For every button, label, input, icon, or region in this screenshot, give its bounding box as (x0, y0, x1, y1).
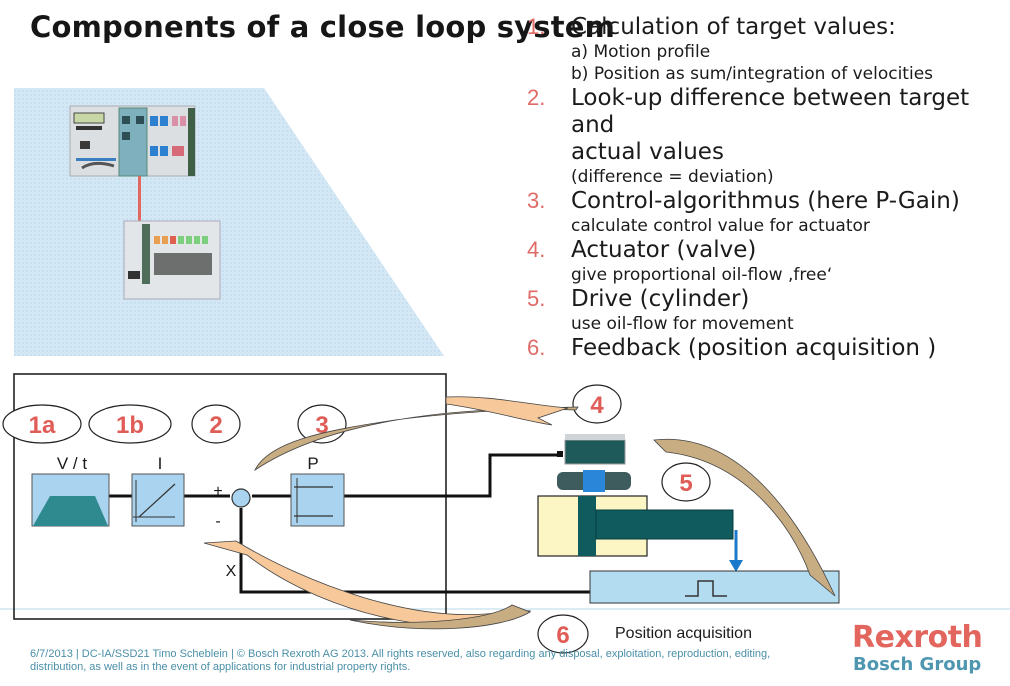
step-6: 6. Feedback (position acquisition ) (527, 335, 1007, 362)
bosch-group-logo: Bosch Group (853, 654, 982, 675)
minus-sign: - (215, 513, 220, 530)
arrow-to-valve (445, 396, 569, 426)
controller-frame (13, 373, 447, 620)
plc-hardware-photo (14, 88, 444, 356)
callout-5-label: 5 (679, 470, 692, 497)
step-number: 2. (527, 85, 546, 110)
step-title: Calculation of target values: (571, 14, 896, 40)
callout-1b: 1b (88, 404, 172, 444)
io-module-icon (123, 220, 221, 300)
profile-block-label: V / t (57, 454, 88, 473)
step-3: 3. Control-algorithmus (here P-Gain) cal… (527, 188, 1007, 237)
gain-block-label: P (307, 454, 318, 473)
callout-6-label: 6 (556, 622, 569, 649)
footer-copyright: 6/7/2013 | DC-IA/SSD21 Timo Scheblein | … (30, 648, 770, 674)
callout-4-label: 4 (590, 392, 604, 419)
cylinder-icon (537, 495, 734, 557)
step-sub: give proportional oil-flow ‚free‘ (571, 265, 833, 285)
rexroth-logo: Rexroth (852, 620, 983, 655)
plus-sign: + (213, 483, 222, 500)
step-5: 5. Drive (cylinder) use oil-flow for mov… (527, 286, 1007, 335)
controller-module-icon (69, 105, 196, 177)
step-2: 2. Look-up difference between target and… (527, 85, 1007, 188)
step-number: 4. (527, 237, 546, 262)
step-number: 3. (527, 188, 546, 213)
step-sub: (difference = deviation) (571, 167, 774, 187)
step-number: 6. (527, 335, 546, 360)
summing-junction: + - (213, 483, 251, 530)
arrow-to-gain (253, 406, 579, 472)
step-title: Actuator (valve) (571, 237, 757, 263)
position-sensor (589, 570, 840, 604)
step-sub: a) Motion profile (571, 42, 711, 62)
callout-1b-label: 1b (116, 412, 144, 439)
step-number: 5. (527, 286, 546, 311)
step-title: Drive (cylinder) (571, 286, 750, 312)
callout-2-label: 2 (209, 412, 222, 439)
arrow-from-sensor (349, 604, 531, 630)
footer-line-1: 6/7/2013 | DC-IA/SSD21 Timo Scheblein | … (30, 648, 771, 660)
integrator-block (131, 473, 185, 527)
valve-icon (557, 434, 631, 492)
step-title-cont: actual values (571, 139, 724, 165)
step-number: 1. (527, 14, 546, 39)
step-sub: b) Position as sum/integration of veloci… (571, 64, 934, 84)
step-sub: use oil-flow for movement (571, 314, 794, 334)
footer-line-2: distribution, as well as in the event of… (30, 661, 411, 673)
arrow-to-sensor (653, 438, 836, 597)
signal-lines (109, 453, 590, 594)
callout-3: 3 (297, 404, 347, 444)
motion-profile-block (31, 473, 110, 527)
steps-list: 1. Calculation of target values: a) Moti… (527, 14, 1007, 362)
feedback-label: X (226, 563, 237, 580)
step-sub: calculate control value for actuator (571, 216, 870, 236)
position-signal-arrow (729, 530, 743, 572)
callout-1a: 1a (2, 404, 82, 444)
step-title: Control-algorithmus (here P-Gain) (571, 188, 960, 214)
callout-1a-label: 1a (29, 412, 56, 439)
integrator-block-label: I (158, 454, 163, 473)
callout-5: 5 (661, 462, 711, 502)
callout-3-label: 3 (315, 412, 328, 439)
callout-2: 2 (191, 404, 241, 444)
arrow-feedback (203, 540, 532, 627)
step-1: 1. Calculation of target values: a) Moti… (527, 14, 1007, 85)
gain-block (290, 473, 345, 527)
step-title: Look-up difference between target and (571, 85, 970, 138)
callout-4: 4 (572, 384, 622, 424)
position-acquisition-label: Position acquisition (615, 625, 752, 642)
page-title: Components of a close loop system (30, 10, 616, 44)
step-4: 4. Actuator (valve) give proportional oi… (527, 237, 1007, 286)
step-title: Feedback (position acquisition ) (571, 335, 937, 361)
